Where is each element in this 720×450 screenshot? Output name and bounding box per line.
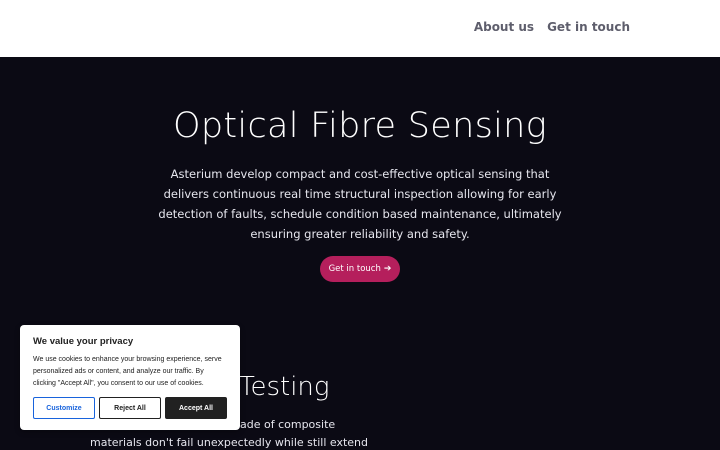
cookie-consent-banner: We value your privacy We use cookies to … bbox=[20, 325, 240, 430]
get-in-touch-button[interactable]: Get in touch ➔ bbox=[320, 256, 400, 282]
main-nav: About us Get in touch bbox=[474, 20, 630, 34]
cookie-button-group: Customize Reject All Accept All bbox=[33, 397, 227, 419]
section-title-testing: Testing bbox=[239, 372, 330, 402]
cookie-banner-text: We use cookies to enhance your browsing … bbox=[33, 356, 222, 387]
customize-button[interactable]: Customize bbox=[33, 397, 95, 419]
section-text-line: materials don't fail unexpectedly while … bbox=[90, 436, 369, 449]
hero-description: Asterium develop compact and cost-effect… bbox=[158, 167, 562, 241]
accept-all-button[interactable]: Accept All bbox=[165, 397, 227, 419]
site-header: About us Get in touch bbox=[0, 0, 720, 57]
section-text-line: ade of composite bbox=[240, 418, 336, 431]
cta-label: Get in touch bbox=[328, 264, 381, 274]
nav-link-get-in-touch[interactable]: Get in touch bbox=[547, 20, 630, 34]
reject-all-button[interactable]: Reject All bbox=[99, 397, 161, 419]
hero-title: Optical Fibre Sensing bbox=[173, 106, 547, 146]
arrow-right-icon: ➔ bbox=[383, 264, 392, 274]
nav-link-about-us[interactable]: About us bbox=[473, 20, 535, 34]
cookie-banner-title: We value your privacy bbox=[33, 336, 134, 347]
